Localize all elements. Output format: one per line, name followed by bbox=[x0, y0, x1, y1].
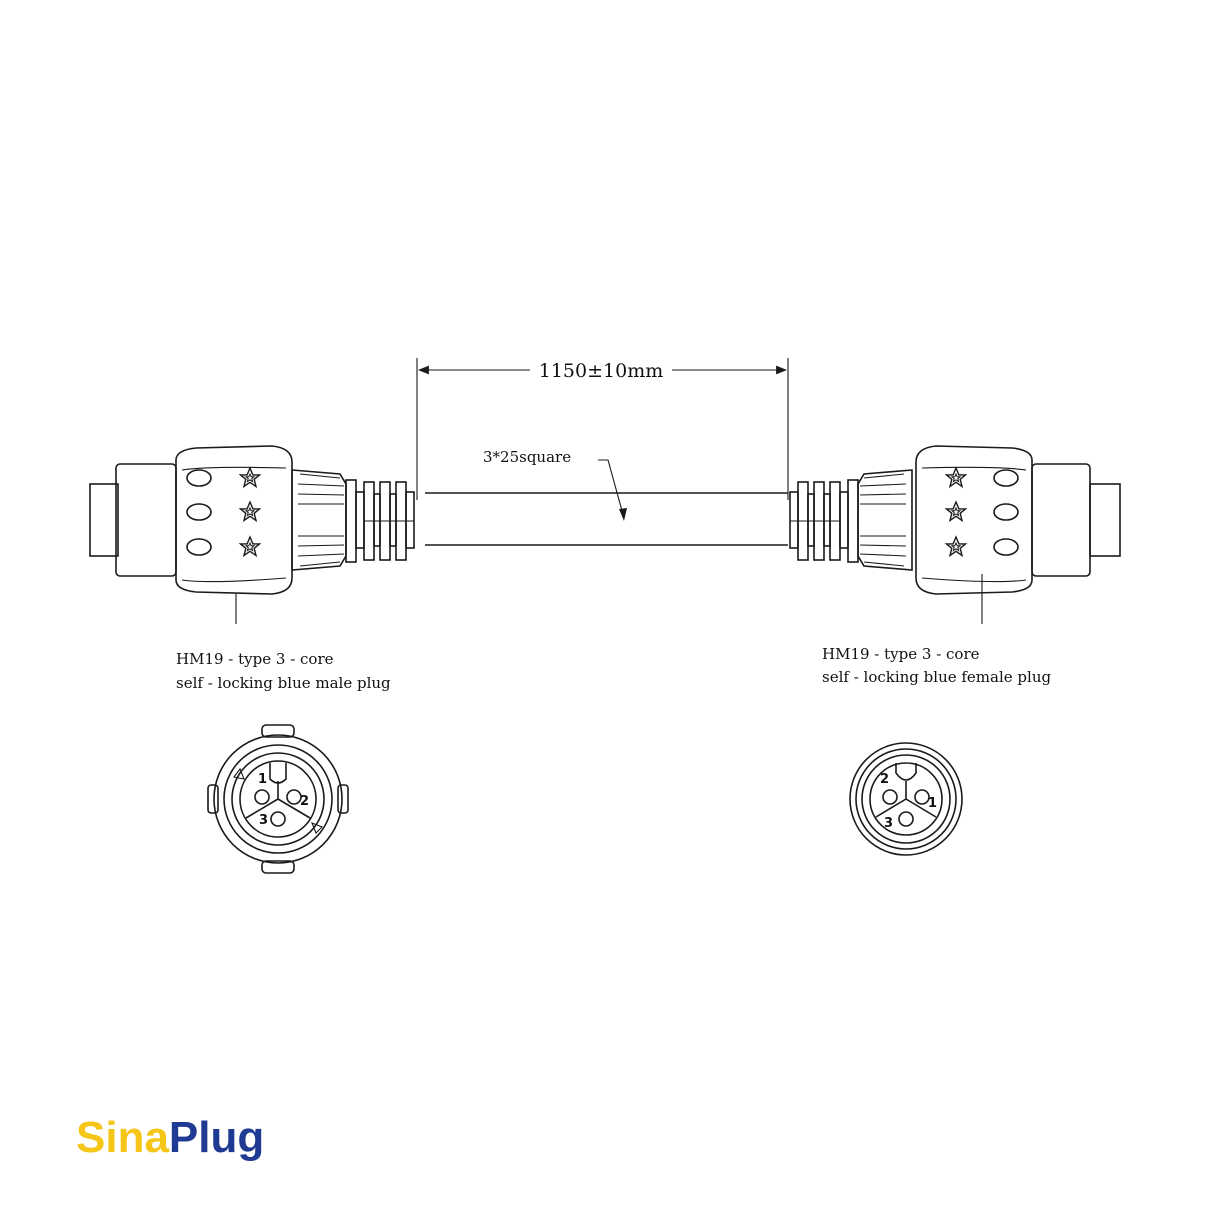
logo-text-sina: Sina bbox=[76, 1113, 169, 1162]
female-ring-2 bbox=[855, 748, 957, 850]
female-flange bbox=[847, 479, 859, 563]
length-dimension: 1150±10mm bbox=[416, 358, 789, 500]
female-star-icon bbox=[945, 536, 967, 557]
female-key-slot bbox=[895, 763, 917, 781]
cable: 3*25square bbox=[425, 448, 788, 546]
male-nut-ribs bbox=[297, 473, 345, 567]
female-ribbed-nut bbox=[857, 469, 913, 571]
male-plug-label-line2: self - locking blue male plug bbox=[176, 674, 391, 692]
male-outer-ring bbox=[213, 734, 343, 864]
male-lug-top bbox=[261, 724, 295, 738]
female-outer-ring bbox=[849, 742, 963, 856]
female-pin-number-3: 3 bbox=[884, 816, 893, 831]
male-pin bbox=[254, 789, 270, 805]
female-plug-label-line1: HM19 - type 3 - core bbox=[822, 645, 980, 663]
female-grip-bottom-contour bbox=[921, 577, 1027, 583]
male-plug-label-line1: HM19 - type 3 - core bbox=[176, 650, 334, 668]
female-rear-body bbox=[1031, 463, 1091, 577]
female-pin-number-1: 1 bbox=[928, 796, 937, 811]
male-lug-left bbox=[207, 784, 219, 814]
male-rear-body bbox=[115, 463, 177, 577]
male-star-icon bbox=[239, 467, 261, 488]
male-ring-2 bbox=[223, 744, 333, 854]
female-end-cap bbox=[1089, 483, 1121, 557]
male-grip-body bbox=[175, 445, 293, 595]
female-pin-number-2: 2 bbox=[880, 772, 889, 787]
male-pin bbox=[286, 789, 302, 805]
female-nut-ribs bbox=[859, 473, 907, 567]
female-grip-top-contour bbox=[921, 466, 1027, 471]
female-socket bbox=[914, 789, 930, 805]
female-insert bbox=[869, 762, 943, 836]
female-grip-oval bbox=[993, 538, 1019, 556]
male-grip-bottom-contour bbox=[181, 577, 287, 583]
female-plug-label-line2: self - locking blue female plug bbox=[822, 668, 1051, 686]
cable-label: 3*25square bbox=[483, 448, 571, 466]
female-ring-3 bbox=[861, 754, 951, 844]
male-ring-3 bbox=[231, 752, 325, 846]
male-strain-relief bbox=[355, 481, 415, 561]
male-star-icon bbox=[239, 536, 261, 557]
male-lug-right bbox=[337, 784, 349, 814]
male-grip-oval bbox=[186, 469, 212, 487]
length-label: 1150±10mm bbox=[539, 360, 663, 382]
logo-text-plug: Plug bbox=[169, 1113, 264, 1162]
male-pin bbox=[270, 811, 286, 827]
cable-leader-arrowhead bbox=[619, 508, 627, 521]
male-insert bbox=[239, 760, 317, 838]
male-connector-side-view bbox=[89, 445, 415, 624]
male-star-icon bbox=[239, 501, 261, 522]
male-divider bbox=[245, 798, 279, 819]
female-connector-side-view bbox=[789, 445, 1121, 624]
male-flange bbox=[345, 479, 357, 563]
cable-leader bbox=[598, 459, 625, 519]
male-pin-number-1: 1 bbox=[258, 772, 267, 787]
male-grip-top-contour bbox=[181, 466, 287, 471]
sinaplug-logo: SinaPlug bbox=[76, 1113, 264, 1162]
male-end-cap bbox=[89, 483, 119, 557]
male-connector-front-view: 1 2 3 bbox=[207, 724, 349, 874]
male-divider bbox=[277, 798, 311, 819]
male-pin-number-3: 3 bbox=[259, 813, 268, 828]
svg-text:SinaPlug: SinaPlug bbox=[76, 1113, 264, 1162]
male-key-triangle bbox=[233, 767, 245, 780]
female-divider bbox=[905, 798, 937, 818]
female-star-icon bbox=[945, 467, 967, 488]
female-connector-front-view: 2 1 3 bbox=[849, 742, 963, 856]
female-grip-oval bbox=[993, 469, 1019, 487]
male-grip-oval bbox=[186, 538, 212, 556]
female-grip-body bbox=[915, 445, 1033, 595]
male-grip-oval bbox=[186, 503, 212, 521]
female-star-icon bbox=[945, 501, 967, 522]
female-strain-relief bbox=[789, 481, 849, 561]
male-pin-number-2: 2 bbox=[300, 794, 309, 809]
male-lug-bottom bbox=[261, 860, 295, 874]
male-key-triangle bbox=[311, 822, 323, 834]
female-divider bbox=[875, 798, 907, 818]
female-grip-oval bbox=[993, 503, 1019, 521]
female-socket bbox=[882, 789, 898, 805]
male-key-slot bbox=[269, 763, 287, 784]
female-socket bbox=[898, 811, 914, 827]
